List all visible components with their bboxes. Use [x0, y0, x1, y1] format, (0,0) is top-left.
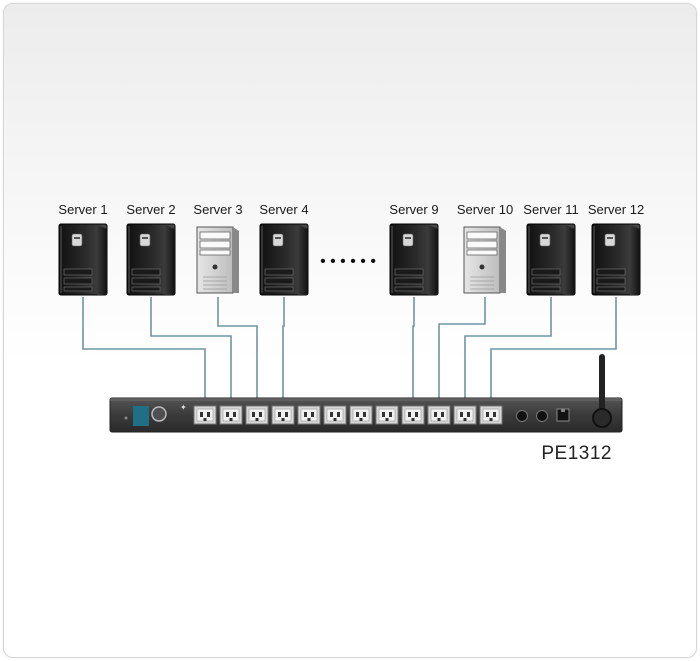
power-outlet [271, 405, 295, 425]
outlet-bank [193, 405, 503, 425]
power-outlet [219, 405, 243, 425]
antenna [599, 354, 605, 414]
power-outlet [297, 405, 321, 425]
power-outlet [453, 405, 477, 425]
power-cables [82, 297, 617, 406]
antenna-base [592, 408, 612, 428]
server-group: Server 1 Server 2 Server 3 Server 4 Server 9… [58, 202, 644, 296]
power-outlet [427, 405, 451, 425]
server: Server 9 [389, 202, 439, 296]
server-label: Server 11 [523, 202, 578, 217]
server-label: Server 10 [457, 202, 513, 217]
power-cable [150, 297, 232, 406]
power-cable [464, 297, 552, 406]
power-cable [412, 297, 415, 406]
server: Server 2 [126, 202, 176, 296]
server: Server 4 [259, 202, 309, 296]
led-indicator [124, 416, 128, 420]
pdu-button[interactable] [151, 406, 167, 422]
power-cable [217, 297, 258, 406]
server: Server 12 [588, 202, 644, 296]
server-label: Server 3 [193, 202, 242, 217]
server-label: Server 4 [259, 202, 308, 217]
diagram-frame: Server 1 Server 2 Server 3 Server 4 Server 9… [3, 3, 697, 658]
power-cable [282, 297, 285, 406]
server: Server 10 [457, 202, 513, 294]
connection-diagram: Server 1 Server 2 Server 3 Server 4 Server 9… [58, 202, 644, 464]
sensor-icon: ✦ [180, 403, 187, 412]
pdu-unit: ✦ [109, 354, 623, 433]
server: Server 11 [523, 202, 579, 296]
power-cable [490, 297, 617, 406]
server-label: Server 9 [389, 202, 438, 217]
server-label: Server 2 [126, 202, 175, 217]
power-outlet [375, 405, 399, 425]
power-outlet [323, 405, 347, 425]
power-outlet [401, 405, 425, 425]
ellipsis-dots: • • • • • • [320, 253, 376, 270]
sensor-port [516, 410, 528, 422]
power-outlet [245, 405, 269, 425]
server: Server 3 [193, 202, 243, 294]
pdu-display [133, 406, 149, 426]
power-outlet [479, 405, 503, 425]
sensor-port [536, 410, 548, 422]
model-label: PE1312 [541, 443, 612, 464]
server-label: Server 12 [588, 202, 644, 217]
server: Server 1 [58, 202, 108, 296]
power-cable [82, 297, 206, 406]
power-outlet [349, 405, 373, 425]
power-outlet [193, 405, 217, 425]
server-label: Server 1 [58, 202, 107, 217]
power-cable [438, 297, 486, 406]
